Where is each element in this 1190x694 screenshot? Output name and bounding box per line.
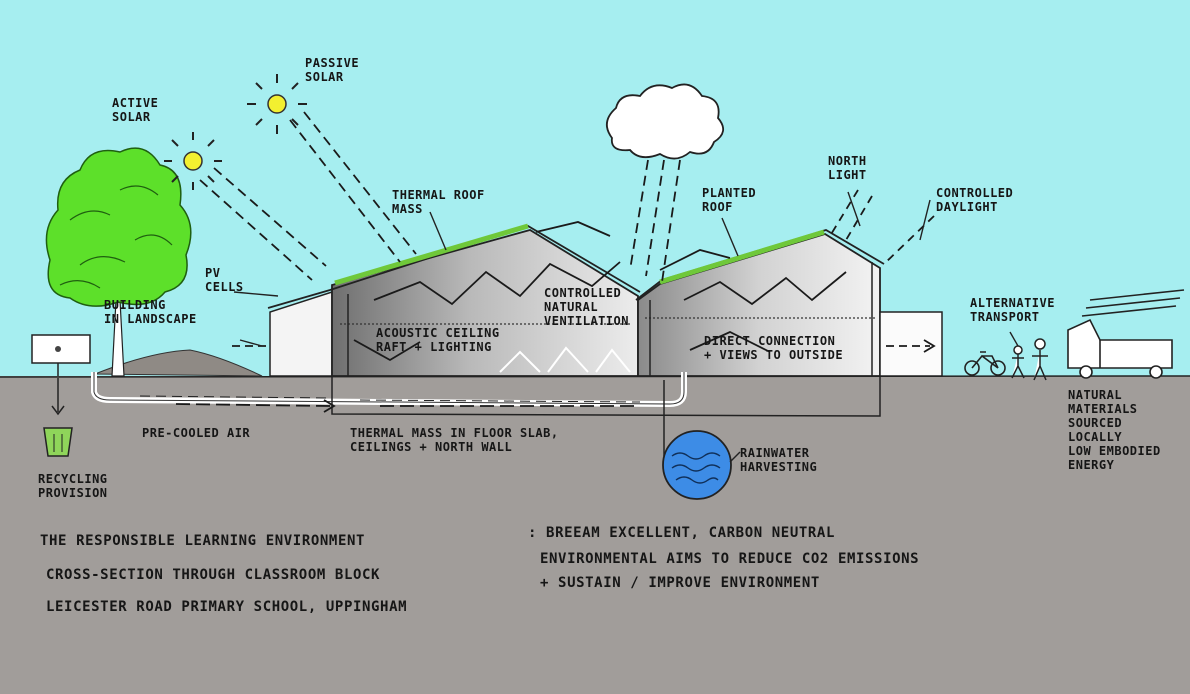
sign-board [31, 334, 91, 376]
building-in-landscape-label: BUILDING IN LANDSCAPE [104, 298, 197, 326]
recycling-bin-icon [43, 378, 73, 457]
pv-cells-label: PV CELLS [205, 266, 244, 294]
planted-roof-label: PLANTED ROOF [702, 186, 757, 214]
caption-right3: + SUSTAIN / IMPROVE ENVIRONMENT [540, 575, 820, 591]
pre-cooled-air-label: PRE-COOLED AIR [142, 426, 251, 440]
tree-icon [45, 147, 192, 377]
rainwater-tank-icon [662, 380, 732, 500]
earth-mound [94, 349, 263, 377]
label-pointers [233, 191, 1019, 463]
controlled-daylight-label: CONTROLLED DAYLIGHT [936, 186, 1014, 214]
thermal-roof-mass-label: THERMAL ROOF MASS [392, 188, 485, 216]
alternative-transport-label: ALTERNATIVE TRANSPORT [970, 296, 1055, 324]
sun-icon [164, 132, 222, 190]
caption-title: THE RESPONSIBLE LEARNING ENVIRONMENT [40, 533, 366, 549]
people-icon [1011, 338, 1048, 381]
caption-right1: : BREEAM EXCELLENT, CARBON NEUTRAL [528, 525, 835, 541]
building-section [267, 223, 943, 377]
bicycle-icon [964, 351, 1006, 376]
caption-line3: LEICESTER ROAD PRIMARY SCHOOL, UPPINGHAM [46, 599, 408, 615]
acoustic-ceiling-label: ACOUSTIC CEILING RAFT + LIGHTING [376, 326, 500, 354]
floor-slab [91, 372, 881, 417]
cloud-icon [606, 83, 724, 160]
caption-right2: ENVIRONMENTAL AIMS TO REDUCE CO2 EMISSIO… [540, 551, 920, 567]
rainwater-harvesting-label: RAINWATER HARVESTING [740, 446, 818, 474]
thermal-mass-floor-label: THERMAL MASS IN FLOOR SLAB, CEILINGS + N… [350, 426, 559, 454]
caption-line2: CROSS-SECTION THROUGH CLASSROOM BLOCK [46, 567, 381, 583]
direct-connection-label: DIRECT CONNECTION + VIEWS TO OUTSIDE [704, 334, 844, 362]
ground [0, 376, 1190, 694]
recycling-provision-label: RECYCLING PROVISION [38, 472, 108, 500]
natural-materials-label: NATURAL MATERIALS SOURCED LOCALLY LOW EM… [1068, 388, 1161, 472]
truck-icon [1067, 289, 1185, 379]
active-solar-label: ACTIVE SOLAR [112, 96, 159, 124]
controlled-ventilation-label: CONTROLLED NATURAL VENTILATION [544, 286, 629, 328]
flow-arrows [175, 111, 936, 413]
passive-solar-label: PASSIVE SOLAR [305, 56, 360, 84]
sun-icon [247, 74, 307, 134]
north-light-label: NORTH LIGHT [828, 154, 867, 182]
